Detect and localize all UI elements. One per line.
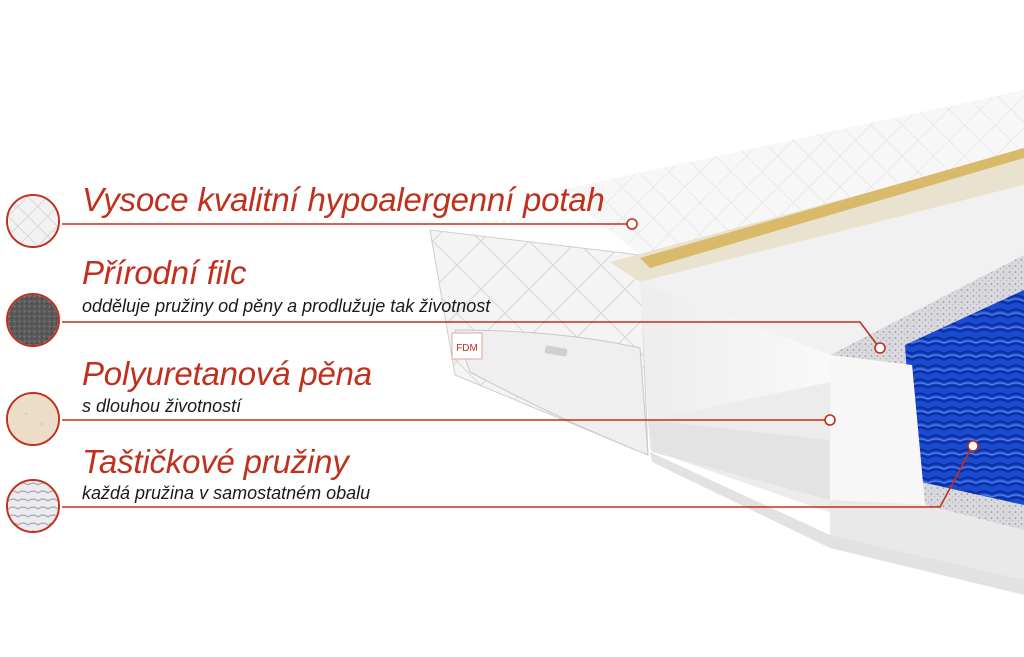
callout-dot-foam (824, 414, 836, 426)
swatch-springs (6, 479, 60, 533)
callout-lines (80, 223, 973, 508)
swatch-felt (6, 293, 60, 347)
spring-pocket-icon (8, 481, 58, 531)
feature-subtitle-springs: každá pružina v samostatném obalu (82, 483, 371, 503)
mattress-top-surface (560, 90, 1024, 255)
swatch-foam (6, 392, 60, 446)
callout-dot-cover (626, 218, 638, 230)
pocket-springs (905, 290, 1024, 515)
felt-texture-icon (8, 295, 58, 345)
callout-dots (626, 218, 979, 452)
felt-layer-edge (830, 255, 1024, 365)
callout-dot-felt (874, 342, 886, 354)
feature-title-springs: Taštičkové pružiny (82, 443, 349, 480)
foam-top-face (640, 185, 1024, 355)
brand-label (451, 332, 483, 360)
feature-title-felt: Přírodní filc (82, 254, 247, 291)
swatch-cover (6, 194, 60, 248)
feature-title-cover: Vysoce kvalitní hypoalergenní potah (82, 181, 605, 218)
feature-subtitle-foam: s dlouhou životností (82, 396, 242, 416)
quilted-cover-icon (8, 196, 58, 246)
callout-line-felt (80, 321, 879, 347)
feature-subtitle-felt: odděluje pružiny od pěny a prodlužuje ta… (82, 296, 491, 316)
brand-logo-text: FDM (456, 343, 478, 354)
callout-line-springs (80, 446, 973, 508)
foam-texture-icon (8, 394, 58, 444)
callout-dot-springs (967, 440, 979, 452)
feature-title-foam: Polyuretanová pěna (82, 355, 372, 392)
